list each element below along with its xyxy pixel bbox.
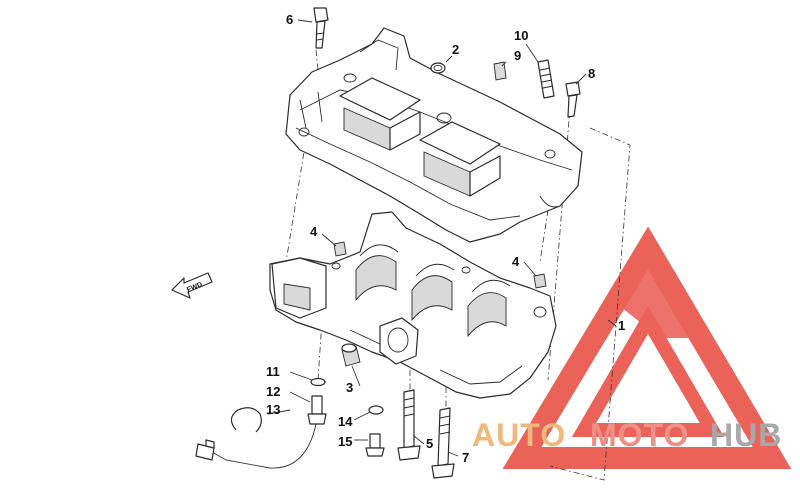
callout-7: 6 — [286, 12, 293, 27]
sensor-harness — [195, 423, 317, 469]
part-3-bushing — [341, 343, 361, 367]
part-6-bolt — [431, 407, 455, 479]
part-7-bolt — [313, 7, 329, 49]
callout-13: 13 — [266, 402, 280, 417]
part-10-stud — [537, 59, 555, 99]
fwd-arrow: FWD — [171, 272, 213, 299]
part-9-dowel — [493, 61, 507, 81]
part-12-sensor — [307, 395, 327, 425]
upper-crankcase — [285, 27, 583, 243]
callout-3: 3 — [346, 380, 353, 395]
watermark-logo — [502, 226, 792, 469]
callout-1: 1 — [618, 318, 625, 333]
callout-15: 15 — [338, 434, 352, 449]
callout-8: 8 — [588, 66, 595, 81]
callouts: 6 2 10 9 8 4 4 1 3 11 12 13 14 15 5 7 — [266, 12, 625, 465]
callout-14: 14 — [338, 414, 353, 429]
watermark-triangle-inner — [571, 306, 725, 437]
watermark-moto: MOTO — [590, 417, 689, 453]
watermark-wordmark: AUTO MOTO HUB — [472, 417, 782, 453]
part-2-ring — [430, 62, 446, 74]
part-11-oring — [310, 377, 326, 387]
callout-5: 5 — [426, 436, 433, 451]
callout-11: 11 — [266, 364, 280, 379]
part-5-bolt — [397, 389, 421, 461]
watermark-triangle-outer — [502, 226, 792, 469]
callout-4-left: 4 — [310, 224, 318, 239]
part-14-washer — [368, 405, 384, 415]
watermark-triangle-notch — [612, 248, 700, 338]
part-4-dowel-right — [533, 273, 547, 289]
callout-2: 2 — [452, 42, 459, 57]
part-8-bolt — [565, 81, 581, 118]
callout-10: 10 — [514, 28, 528, 43]
watermark-auto: AUTO — [472, 417, 566, 453]
part-4-dowel-left — [333, 241, 347, 257]
watermark-hub: HUB — [710, 417, 782, 453]
callout-6: 7 — [462, 450, 469, 465]
lower-crankcase — [269, 211, 557, 399]
callout-12: 12 — [266, 384, 280, 399]
part-13-clip — [230, 407, 262, 433]
part-15-bolt — [365, 433, 385, 457]
callout-9: 9 — [514, 48, 521, 63]
leader-lines — [267, 19, 617, 457]
callout-4-right: 4 — [512, 254, 520, 269]
